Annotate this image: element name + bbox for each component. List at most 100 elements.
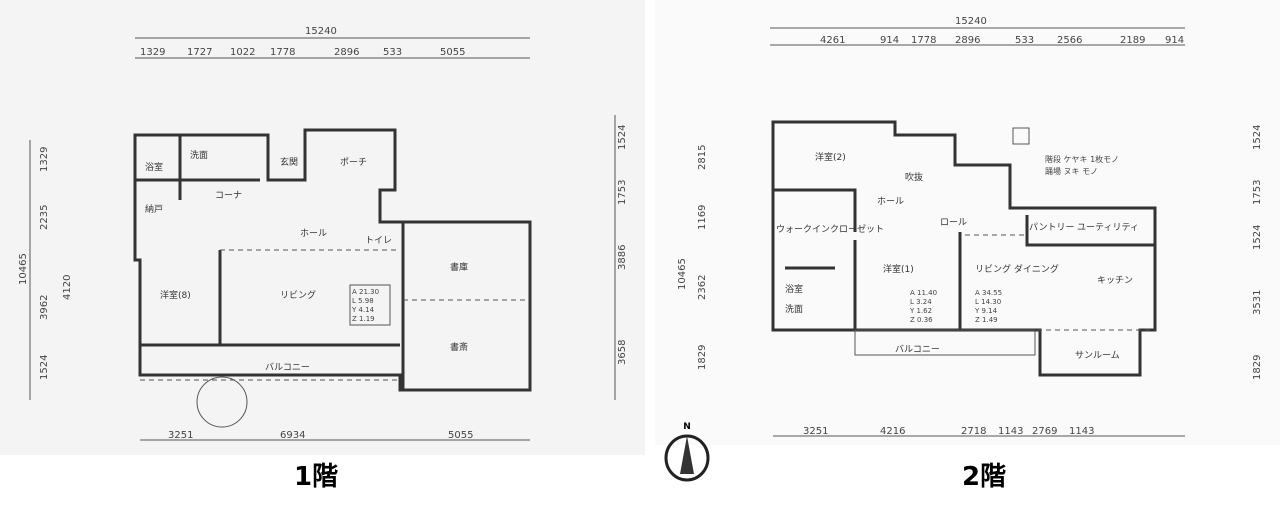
floor-plan-1f-drawing: 15240 1329 1727 1022 1778 2896 533 5055 … [18,26,628,441]
label-text: 2815 [697,145,708,170]
label-text: 1329 [140,47,165,58]
label-text: 3531 [1252,290,1263,315]
label-text: N [683,422,691,432]
north-arrow-icon: N [664,422,710,482]
label-text: 洋室(2) [815,151,846,163]
label-text: 15240 [955,16,987,27]
label-text: 洋室(1) [883,263,914,275]
label-text: キッチン [1097,275,1133,286]
label-text: 4216 [880,426,905,437]
label-text: ホール [877,196,904,207]
label-text: 3251 [803,426,828,437]
label-text: 玄関 [280,156,298,168]
label-text: 1143 [998,426,1023,437]
label-text: 1169 [697,205,708,230]
label-text: 2896 [955,35,980,46]
chimney [1012,127,1030,145]
total-width: 15240 [305,26,337,37]
label-text: コーナ [215,190,242,201]
label-text: L 3.24 [910,298,932,306]
room-labels-2f: 洋室(2) 吹抜 ウォークインクローゼット ホール ロール 洋室(1) リビング… [776,151,1139,361]
label-text: 踊場 ヌキ モノ [1045,166,1098,176]
label-text: 2718 [961,426,986,437]
label-text: 3251 [168,430,193,441]
floor-label-1f: 1階 [294,462,339,492]
label-text: リビング ダイニング [975,263,1059,275]
label-text: 5055 [440,47,465,58]
label-text: Z 0.36 [910,316,933,324]
label-text: 3658 [617,340,628,365]
label-text: リビング [280,289,316,301]
label-text: 2566 [1057,35,1082,46]
label-text: 4261 [820,35,845,46]
label-text: 10465 [677,258,688,290]
label-text: Z 1.49 [975,316,998,324]
label-text: Y 1.62 [909,307,932,315]
label-text: 1329 [39,147,50,172]
label-text: 4120 [62,275,73,300]
label-text: A 34.55 [975,289,1002,297]
walls-1f [133,128,532,392]
label-text: ホール [300,228,327,239]
label-text: ユーティリティ [1077,222,1139,233]
label-text: ウォークインクローゼット [776,223,884,235]
total-depth: 10465 [18,253,29,285]
label-text: 階段 ケヤキ 1枚モノ [1045,154,1119,164]
label-text: 1778 [270,47,295,58]
label-text: バルコニー [895,344,940,355]
label-text: 1727 [187,47,212,58]
top-dims-2f: 4261 914 1778 2896 533 2566 2189 914 [820,35,1184,46]
label-text: Z 1.19 [352,315,375,323]
area-table-2f-a: A 11.40 L 3.24 Y 1.62 Z 0.36 [909,289,937,324]
annotation-notes: 階段 ケヤキ 1枚モノ 踊場 ヌキ モノ [1045,154,1119,176]
label-text: 浴室 [145,161,163,173]
area-table-1f: A 21.30 L 5.98 Y 4.14 Z 1.19 [351,288,379,323]
label-text: 533 [1015,35,1034,46]
label-text: 浴室 [785,283,803,295]
label-text: L 5.98 [352,297,374,305]
label-text: 2189 [1120,35,1145,46]
label-text: A 21.30 [352,288,379,296]
label-text: 2362 [697,275,708,300]
floor-label-2f: 2階 [962,462,1007,492]
label-text: 1829 [697,345,708,370]
label-text: 1143 [1069,426,1094,437]
label-text: トイレ [365,236,392,246]
label-text: Y 4.14 [351,306,375,314]
label-text: 洋室(8) [160,289,191,301]
label-text: ロール [940,218,967,228]
label-text: 1778 [911,35,936,46]
floor-plan-2f: 15240 4261 914 1778 2896 533 2566 2189 9… [655,0,1280,445]
top-dims: 1329 1727 1022 1778 2896 533 5055 [140,47,465,58]
label-text: 1524 [617,125,628,150]
label-text: 吹抜 [905,171,923,183]
label-text: Y 9.14 [974,307,998,315]
label-text: 1829 [1252,355,1263,380]
label-text: L 14.30 [975,298,1001,306]
label-text: 3962 [39,295,50,320]
room-labels-1f: 浴室 洗面 納戸 コーナ 玄関 ポーチ ホール トイレ 洋室(8) リビング 書… [145,149,468,373]
label-text: 洗面 [190,149,208,161]
label-text: 2235 [39,205,50,230]
label-text: 2896 [334,47,359,58]
label-text: 1022 [230,47,255,58]
label-text: ポーチ [340,157,367,168]
label-text: 1753 [1252,180,1263,205]
label-text: 914 [1165,35,1184,46]
label-text: バルコニー [265,362,310,373]
label-text: 納戸 [145,203,163,215]
label-text: A 11.40 [910,289,937,297]
label-text: 1753 [617,180,628,205]
label-text: パントリー [1029,222,1074,233]
label-text: サンルーム [1075,350,1120,361]
label-text: 1524 [39,355,50,380]
floor-plan-1f: 15240 1329 1727 1022 1778 2896 533 5055 … [0,0,645,455]
area-table-2f-b: A 34.55 L 14.30 Y 9.14 Z 1.49 [974,289,1002,324]
label-text: 533 [383,47,402,58]
label-text: 914 [880,35,899,46]
label-text: 1524 [1252,225,1263,250]
label-text: 書斎 [450,341,468,353]
label-text: 1524 [1252,125,1263,150]
label-text: 6934 [280,430,305,441]
label-text: 5055 [448,430,473,441]
